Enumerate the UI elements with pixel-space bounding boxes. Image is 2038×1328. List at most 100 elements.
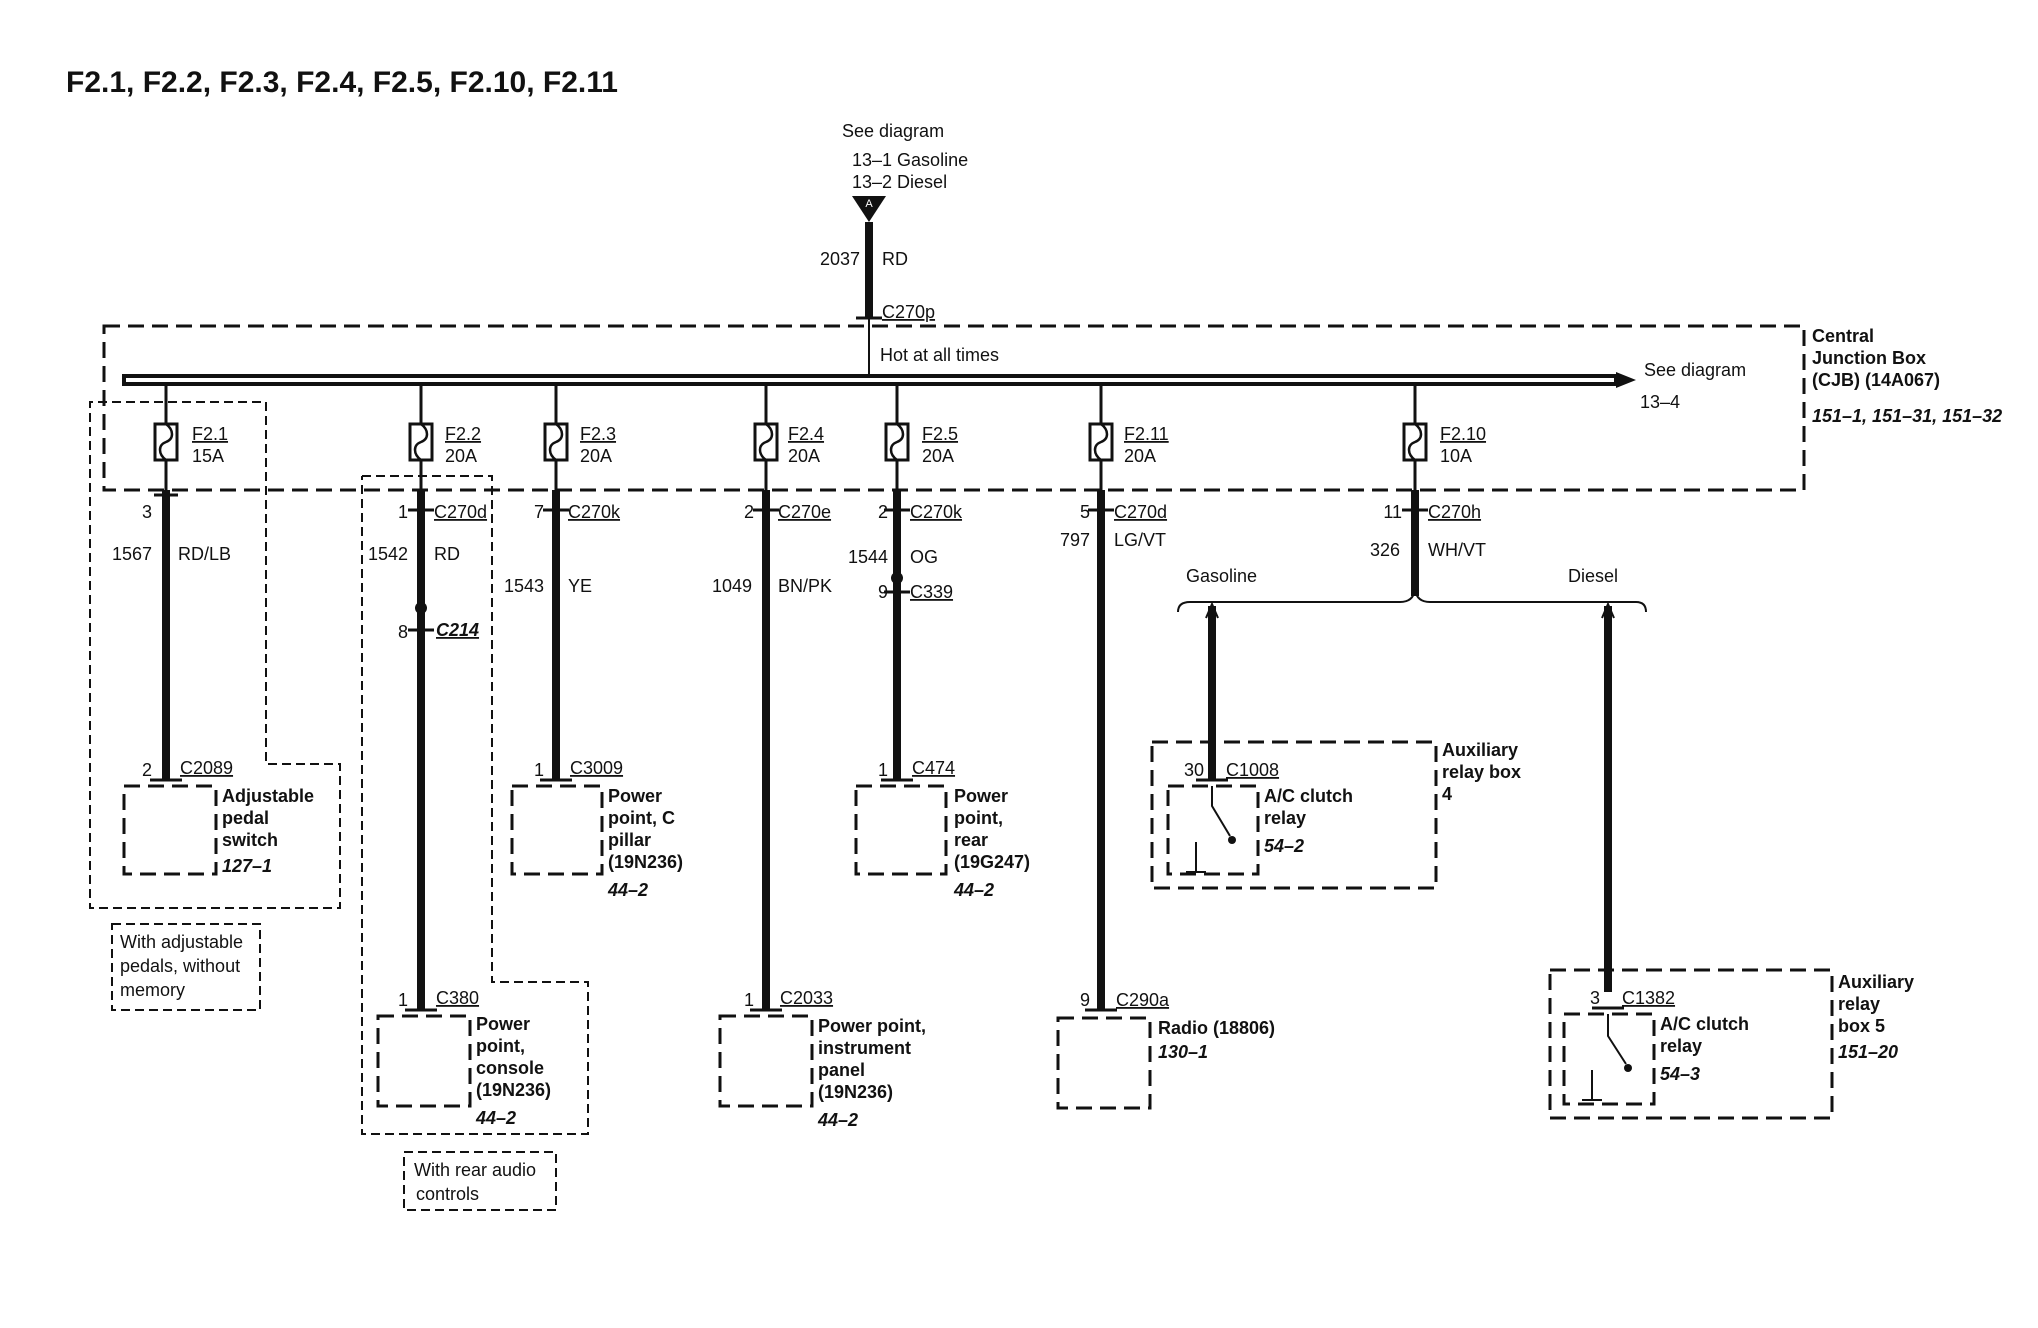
fuse-f2-11: F2.11 20A	[1088, 386, 1169, 490]
wire-circuit: 1542	[368, 544, 408, 564]
fuse-name: F2.2	[445, 424, 481, 444]
relay-switch-symbol	[1607, 1014, 1627, 1065]
relay-box-label: relay	[1838, 994, 1880, 1014]
component-pin: 2	[142, 760, 152, 780]
wire-circuit: 1567	[112, 544, 152, 564]
hot-at-all-times: Hot at all times	[880, 345, 999, 365]
component-ref: 44–2	[607, 880, 648, 900]
relay-box-label: relay box	[1442, 762, 1521, 782]
component-label: point,	[476, 1036, 525, 1056]
relay-box-inner	[1166, 784, 1260, 876]
component-label: Power	[476, 1014, 530, 1034]
fuse-f2-2: F2.2 20A	[408, 386, 481, 490]
note-text: With adjustable	[120, 932, 243, 952]
cjb-outline	[102, 324, 1806, 492]
component-label: (19N236)	[818, 1082, 893, 1102]
component-pin: 3	[1590, 988, 1600, 1008]
bus-arrow	[1616, 372, 1636, 388]
wire-color: LG/VT	[1114, 530, 1166, 550]
fuse-name: F2.3	[580, 424, 616, 444]
circuit-1542: 1 C270d 1542 RD 8 C214	[368, 490, 487, 1010]
component-label: Power point,	[818, 1016, 926, 1036]
fuse-name: F2.4	[788, 424, 824, 444]
component-label: pillar	[608, 830, 651, 850]
relay-box-label: Auxiliary	[1442, 740, 1518, 760]
wire-color: WH/VT	[1428, 540, 1486, 560]
wire-color: RD/LB	[178, 544, 231, 564]
fuse-name: F2.1	[192, 424, 228, 444]
rear-audio-note: With rear audio controls	[403, 1151, 557, 1211]
fuse-amps: 15A	[192, 446, 224, 466]
bus-see-ref: 13–4	[1640, 392, 1680, 412]
cjb-refs: 151–1, 151–31, 151–32	[1812, 406, 2002, 426]
component-box	[1056, 1016, 1152, 1110]
component-connector: C3009	[570, 758, 623, 778]
pedal-switch: 2 C2089 Adjustable pedal switch 127–1	[122, 758, 314, 876]
wire-color: YE	[568, 576, 592, 596]
fuse-f2-4: F2.4 20A	[753, 386, 824, 490]
component-pin: 1	[398, 990, 408, 1010]
cjb-label-2: Junction Box	[1812, 348, 1926, 368]
wire-connector: C270e	[778, 502, 831, 522]
component-box	[854, 784, 948, 876]
pedal-option-outline	[89, 401, 341, 909]
cjb-label-3: (CJB) (14A067)	[1812, 370, 1940, 390]
wire-circuit: 1544	[848, 547, 888, 567]
wire-pin: 11	[1383, 502, 1402, 522]
component-ref: 130–1	[1158, 1042, 1208, 1062]
component-ref: 44–2	[817, 1110, 858, 1130]
wire-connector: C270d	[1114, 502, 1167, 522]
fuse-f2-5: F2.5 20A	[884, 386, 958, 490]
component-label: pedal	[222, 808, 269, 828]
wire-connector: C214	[436, 620, 479, 640]
radio: 9 C290a Radio (18806) 130–1	[1056, 990, 1275, 1110]
component-label: Adjustable	[222, 786, 314, 806]
component-label: (19G247)	[954, 852, 1030, 872]
component-label: (19N236)	[608, 852, 683, 872]
wire-color: BN/PK	[778, 576, 832, 596]
component-label: console	[476, 1058, 544, 1078]
wire-pin: 2	[878, 502, 888, 522]
wire-color: OG	[910, 547, 938, 567]
split-gasoline-label: Gasoline	[1186, 566, 1257, 586]
fuse-name: F2.10	[1440, 424, 1486, 444]
wire-pin: 5	[1080, 502, 1090, 522]
fuse-amps: 20A	[445, 446, 477, 466]
feed-circuit: 2037	[820, 249, 860, 269]
component-connector: C1382	[1622, 988, 1675, 1008]
component-ref: 44–2	[953, 880, 994, 900]
circuit-1544: 2 C270k 1544 OG 9 C339	[848, 490, 963, 780]
component-ref: 44–2	[475, 1108, 516, 1128]
note-text: With rear audio	[414, 1160, 536, 1180]
wire-pin: 9	[878, 582, 888, 602]
circuit-1049: 2 C270e 1049 BN/PK	[712, 490, 832, 1010]
component-pin: 1	[744, 990, 754, 1010]
component-label: (19N236)	[476, 1080, 551, 1100]
component-ref: 54–2	[1264, 836, 1304, 856]
wire-circuit: 1049	[712, 576, 752, 596]
component-label: relay	[1264, 808, 1306, 828]
component-pin: 9	[1080, 990, 1090, 1010]
fuse-name: F2.11	[1124, 424, 1169, 444]
cjb-label-1: Central	[1812, 326, 1874, 346]
component-connector: C474	[912, 758, 955, 778]
wire-circuit: 797	[1060, 530, 1090, 550]
wire-circuit: 326	[1370, 540, 1400, 560]
relay-box-ref: 151–20	[1838, 1042, 1898, 1062]
component-pin: 30	[1184, 760, 1204, 780]
component-box	[122, 784, 218, 876]
fuse-name: F2.5	[922, 424, 958, 444]
component-connector: C290a	[1116, 990, 1170, 1010]
rear-audio-option-outline	[361, 475, 589, 1135]
bus-see-diagram: See diagram	[1644, 360, 1746, 380]
relay-box-inner	[1562, 1012, 1656, 1106]
component-box	[718, 1014, 814, 1108]
component-connector: C2033	[780, 988, 833, 1008]
component-ref: 127–1	[222, 856, 272, 876]
component-box	[510, 784, 604, 876]
wire-connector: C270k	[910, 502, 963, 522]
component-connector: C380	[436, 988, 479, 1008]
fuse-amps: 20A	[922, 446, 954, 466]
wire-connector: C339	[910, 582, 953, 602]
